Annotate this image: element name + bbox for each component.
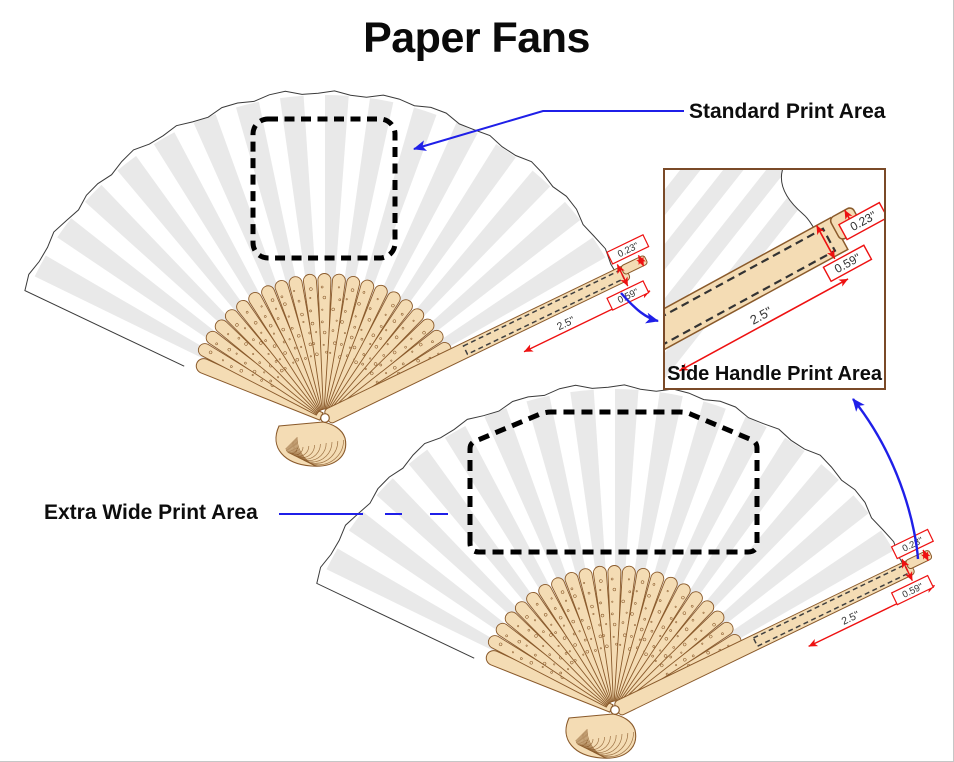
bottom-handle-to-inset-arrow	[852, 398, 920, 560]
dimension-label: 0.23"	[901, 535, 925, 554]
side-handle-print-area-label: Side Handle Print Area	[667, 363, 882, 385]
extra-wide-print-area-outline	[467, 409, 760, 555]
handle-to-inset-arrow	[620, 292, 659, 324]
blade-edge	[781, 170, 815, 229]
standard-print-leader-arrow	[413, 110, 684, 151]
extra-wide-print-area-label: Extra Wide Print Area	[44, 501, 258, 524]
dimension-label: 0.59"	[616, 287, 640, 306]
fan-ribs	[197, 273, 452, 416]
standard-print-area-outline	[250, 116, 398, 261]
left-guard-stick	[195, 358, 324, 421]
inset-handle: 2.5"0.59"0.23"	[665, 201, 884, 372]
left-guard-stick	[485, 650, 614, 713]
bottom-fan: 2.5" 0.59" 0.23"	[316, 384, 935, 761]
pivot-rivet	[320, 413, 330, 423]
dimension-label: 0.23"	[616, 241, 640, 260]
side-handle-inset: 2.5"0.59"0.23"	[663, 168, 886, 390]
page-title: Paper Fans	[363, 14, 590, 62]
dimension-label: 2.5"	[840, 609, 862, 628]
blade-edge	[24, 90, 628, 367]
top-fan: 2.5" 0.59" 0.23"	[24, 90, 651, 549]
dimension-label: 0.59"	[901, 581, 925, 600]
handle-dimensions: 2.5" 0.59" 0.23"	[808, 528, 935, 648]
blade-edge	[316, 384, 913, 659]
dimension-label: 2.5"	[555, 314, 577, 333]
fan-ribs	[487, 565, 742, 708]
shell-base	[275, 421, 347, 467]
standard-print-area-label: Standard Print Area	[689, 100, 886, 123]
inset-border	[663, 168, 886, 390]
shell-base	[565, 713, 637, 759]
handle-stick: 2.5" 0.59" 0.23"	[614, 528, 935, 716]
pivot-rivet	[610, 705, 620, 715]
